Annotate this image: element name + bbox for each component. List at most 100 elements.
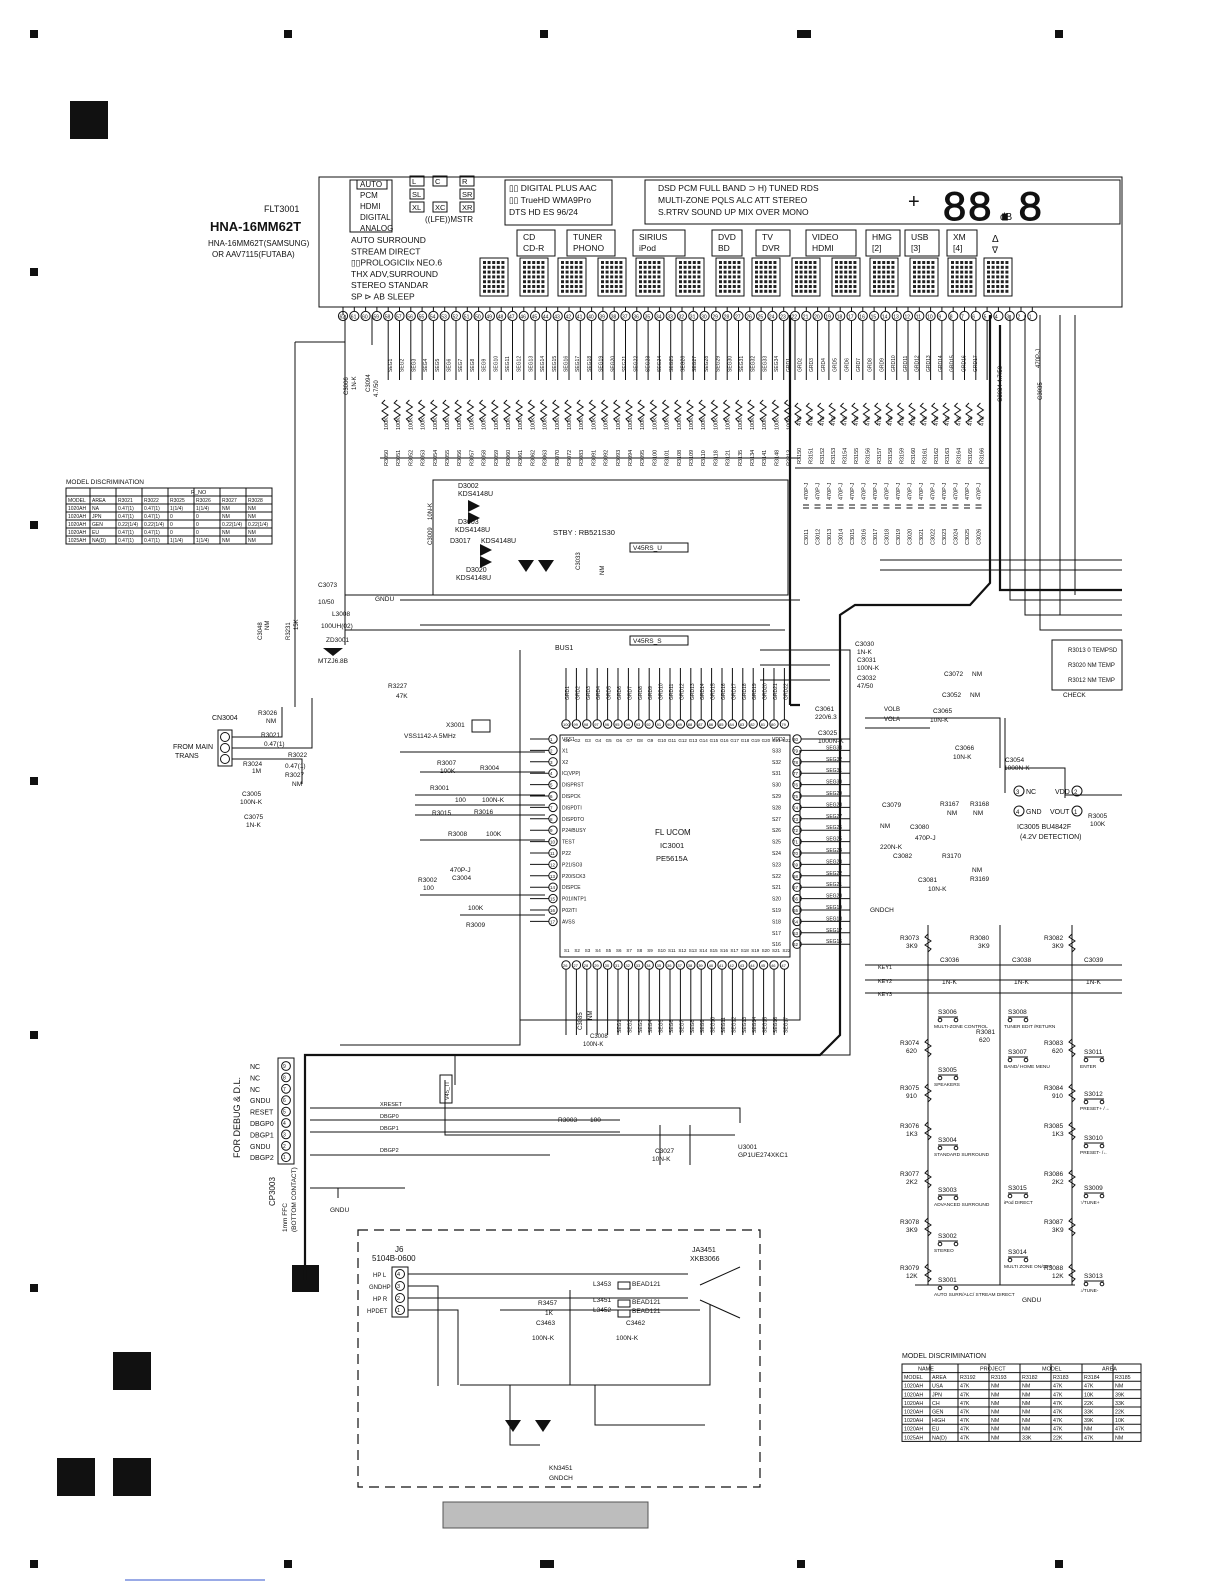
table-cell: AREA [92,498,106,504]
key-switch-ref: S3011 [1084,1049,1103,1056]
table-cell: 33K [1115,1401,1125,1407]
svg-text:10N-K: 10N-K [652,1156,671,1163]
ic-pin-number: 81 [761,722,766,727]
table-cell: 1020AH [68,522,86,528]
table-cell: NM [248,514,256,520]
ic-pin-label: DISPCK [562,794,581,800]
display-alt1: HNA-16MM62T(SAMSUNG) [208,239,310,248]
table-cell: 47K [1115,1427,1125,1433]
ic-pin-number: 2 [550,748,553,753]
ic-pin-number: 91 [657,722,662,727]
key-switch-name: AUTO SURR/ALC/ STREAM DIRECT [934,1292,1015,1298]
svg-text:R3009: R3009 [466,922,486,929]
key-switch-ref: S3012 [1084,1091,1103,1098]
display-pin-number: 20 [814,315,820,321]
ic-pin-number: 71 [793,840,799,845]
cap-ref: C3006 [344,377,350,395]
table-cell: NM [1115,1435,1123,1441]
net-label: GRD22 [783,683,789,700]
display-pin-number: 51 [464,315,470,321]
resistor [405,399,414,423]
key-switch-name: MULTI ZONE ON/OFF [1004,1264,1052,1270]
display-lfe: ((LFE))MSTR [425,215,473,224]
key-switch-ref: S3008 [1008,1009,1027,1016]
net-label: SEG6 [669,1019,675,1033]
resistor [873,402,882,426]
svg-text:BEAD121: BEAD121 [632,1308,661,1315]
ic-pin-label: G14 [699,738,708,743]
ic-pin-label: G5 [606,738,613,743]
speaker-label: SL [412,190,421,199]
key-switch-ref: S3002 [938,1233,957,1240]
key-switch-name: PRESET- /← [1080,1150,1108,1156]
key-cap-value: 1N-K [942,979,957,986]
net-label: GRD3 [586,686,592,700]
ic-pin-number: 85 [719,722,724,727]
svg-text:R3457: R3457 [538,1300,558,1307]
net-label: SEG7 [679,1019,685,1033]
net-label: KEY1 [878,965,892,971]
net-label: GRD17 [973,355,979,372]
cap-value: 470P-J [908,482,914,500]
table-cell: 47K [1053,1401,1063,1407]
ic-pin-label: G12 [678,738,687,743]
net-label: SEG1 [388,358,394,372]
resistor [908,402,916,426]
display-pin [530,310,541,322]
cap-value: 100N-K [583,1042,603,1048]
net-label: SEG33 [762,356,768,372]
resistor [816,402,825,426]
display-pin [349,310,360,322]
net-label: SEG25 [826,837,842,843]
key-switch-ref: S3014 [1008,1249,1027,1256]
cap-value: 470P-J [816,482,822,500]
resistor-ref: R3160 [911,448,917,464]
svg-text:1mm FFC: 1mm FFC [282,1203,289,1232]
table-cell: GEN [92,522,103,528]
key-switch: S3009↑/TUNE+ [1080,1185,1105,1206]
cap-value: 470P-J [850,482,856,500]
key-switch-ref: S3005 [938,1067,957,1074]
table-title: MODEL DISCRIMINATION [902,1353,986,1360]
svg-text:100N-K: 100N-K [240,799,263,806]
svg-text:100N-K: 100N-K [857,665,880,672]
display-pin [1015,310,1027,322]
ic-pin-number: 47 [781,963,786,968]
key-resistor-value: 2K2 [1052,1179,1064,1186]
net-label: GRD20 [763,683,769,700]
resistor-ref: R3163 [945,448,951,464]
cap-value: NM [588,1011,594,1020]
digital-format: DTS HD ES 96/24 [509,207,578,217]
svg-text:R3013 0 TEMPSD: R3013 0 TEMPSD [1068,648,1118,654]
svg-text:10N-K: 10N-K [928,886,947,893]
display-pin [609,310,620,322]
display-pin-number: 31 [690,315,696,321]
svg-text:220/6.3: 220/6.3 [815,714,837,721]
table-cell: 0.47(1) [118,538,134,544]
ic-pin-label: S9 [647,948,653,953]
ic-pin-label: S33 [772,748,781,754]
display-pin-number: 33 [667,315,673,321]
source-label-b: HDMI [812,243,834,253]
display-pin [823,310,835,322]
display-pin-number: 24 [769,315,775,321]
speaker-label: XL [412,203,421,212]
debug-pin-label: GNDU [250,1144,271,1151]
ic-pin-number: 92 [646,722,651,727]
key-resistor-ref: R3074 [900,1040,920,1047]
cap-ref: C3019 [896,529,902,545]
key-cap-value: 1N-K [1014,979,1029,986]
net-label: SEG27 [826,814,842,820]
svg-text:4: 4 [1016,810,1020,816]
ic-pin-label: S17 [772,931,781,937]
key-resistor-value: 12K [906,1273,918,1280]
source-box [632,229,686,257]
display-pin [518,310,529,322]
display-pin-number: 3 [1006,315,1009,321]
display-surround: STREAM DIRECT [351,246,420,256]
dot-matrix-char [597,257,627,297]
table-cell: NM [222,530,230,536]
net-label: SEG19 [826,905,842,911]
